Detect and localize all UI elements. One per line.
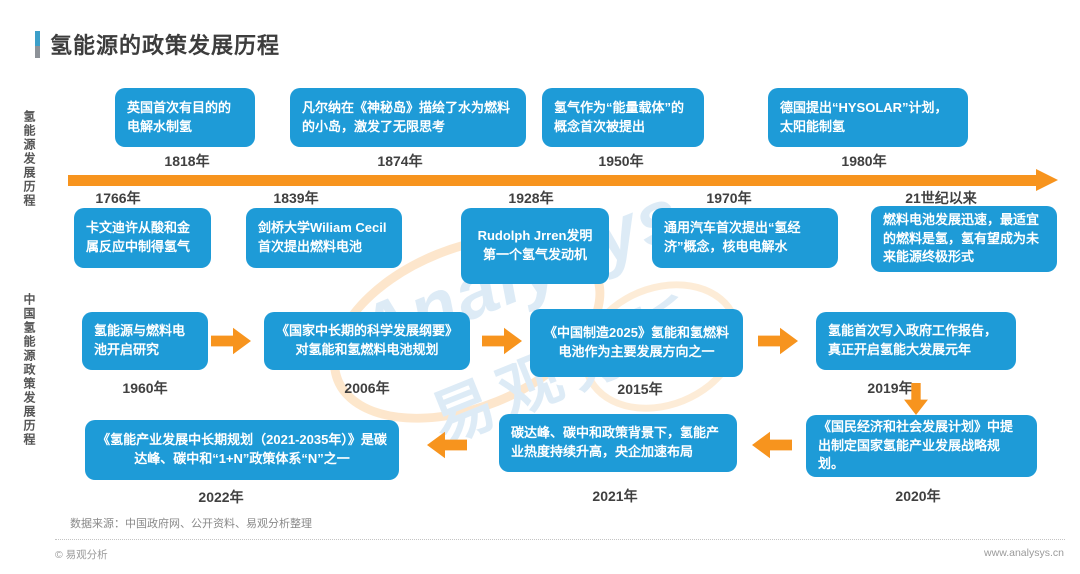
policy-box-2021: 碳达峰、碳中和政策背景下，氢能产业热度持续升高，央企加速布局 <box>499 414 737 472</box>
event-box-1970: 通用汽车首次提出“氢经济”概念，核电电解水 <box>652 208 838 268</box>
header: 氢能源的政策发展历程 <box>35 28 280 60</box>
copyright-label: © 易观分析 <box>55 549 108 561</box>
event-box-1839: 剑桥大学Wiliam Cecil首次提出燃料电池 <box>246 208 402 268</box>
flow-arrow-left-icon <box>427 431 467 459</box>
policy-box-2022: 《氢能产业发展中长期规划（2021-2035年）》是碳达峰、碳中和“1+N”政策… <box>85 420 399 480</box>
year-label-2006: 2006年 <box>344 380 390 396</box>
event-box-1950: 氢气作为“能量载体”的概念首次被提出 <box>542 88 704 147</box>
year-label-2022: 2022年 <box>198 489 244 505</box>
year-label-1928: 1928年 <box>508 190 554 206</box>
section1-label: 氢能源发展历程 <box>22 110 36 208</box>
year-label-2019: 2019年 <box>867 380 913 396</box>
policy-box-2006: 《国家中长期的科学发展纲要》对氢能和氢燃料电池规划 <box>264 312 470 370</box>
year-label-2021: 2021年 <box>592 488 638 504</box>
year-label-1980: 1980年 <box>841 153 887 169</box>
flow-arrow-right-icon <box>758 327 798 355</box>
website-label: www.analysys.cn <box>984 547 1064 559</box>
page-title: 氢能源的政策发展历程 <box>50 33 281 58</box>
section2-label: 中国氢能源政策发展历程 <box>22 293 36 447</box>
timeline-arrowhead-icon <box>1036 169 1058 191</box>
year-label-1874: 1874年 <box>377 153 423 169</box>
policy-box-2020: 《国民经济和社会发展计划》中提出制定国家氢能产业发展战略规划。 <box>806 415 1037 477</box>
policy-box-2015: 《中国制造2025》氢能和氢燃料电池作为主要发展方向之一 <box>530 309 743 377</box>
timeline-axis <box>68 175 1038 186</box>
event-box-1980: 德国提出“HYSOLAR”计划，太阳能制氢 <box>768 88 968 147</box>
event-box-1818: 英国首次有目的的电解水制氢 <box>115 88 255 147</box>
year-label-1839: 1839年 <box>273 190 319 206</box>
flow-arrow-right-icon <box>482 327 522 355</box>
year-label-1950: 1950年 <box>598 153 644 169</box>
event-box-1766: 卡文迪许从酸和金属反应中制得氢气 <box>74 208 211 268</box>
event-box-1928: Rudolph Jrren发明第一个氢气发动机 <box>461 208 609 284</box>
data-source-note: 数据来源：中国政府网、公开资料、易观分析整理 <box>70 518 312 530</box>
event-box-21st-century: 燃料电池发展迅速，最适宜的燃料是氢，氢有望成为未来能源终极形式 <box>871 206 1057 272</box>
year-label-1970: 1970年 <box>706 190 752 206</box>
policy-box-1960: 氢能源与燃料电池开启研究 <box>82 312 208 370</box>
year-label-2020: 2020年 <box>895 488 941 504</box>
year-label-2015: 2015年 <box>617 381 663 397</box>
title-accent-bar <box>35 30 40 58</box>
flow-arrow-right-icon <box>211 327 251 355</box>
year-label-1818: 1818年 <box>164 153 210 169</box>
event-box-1874: 凡尔纳在《神秘岛》描绘了水为燃料的小岛，激发了无限思考 <box>290 88 526 147</box>
policy-box-2019: 氢能首次写入政府工作报告，真正开启氢能大发展元年 <box>816 312 1016 370</box>
year-label-1960: 1960年 <box>122 380 168 396</box>
year-label-1766: 1766年 <box>95 190 141 206</box>
footer-divider <box>55 539 1065 540</box>
flow-arrow-left-icon <box>752 431 792 459</box>
year-label-21st-century: 21世纪以来 <box>905 190 977 206</box>
